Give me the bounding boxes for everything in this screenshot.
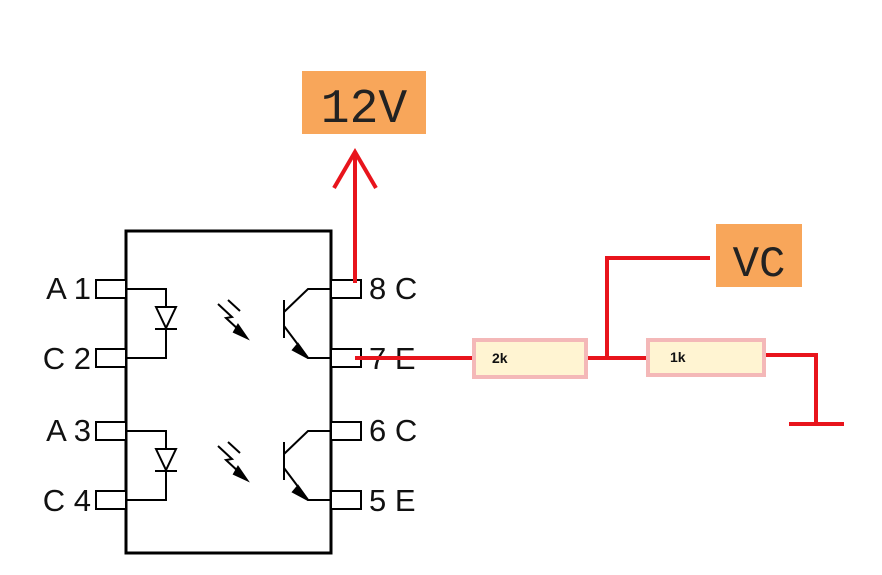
light-arrows-2 bbox=[217, 441, 250, 483]
up-arrow-head bbox=[332, 148, 378, 190]
supply-vc-badge: VC bbox=[716, 224, 802, 290]
resistor-1k-label: 1k bbox=[670, 349, 686, 365]
supply-12v-badge: 12V bbox=[302, 71, 426, 137]
pin-3 bbox=[95, 421, 127, 441]
pin-1 bbox=[95, 279, 127, 299]
ic-body bbox=[124, 229, 333, 555]
wire-to-vc bbox=[605, 256, 710, 358]
pin-2 bbox=[95, 348, 127, 368]
pin-label-8c: 8 C bbox=[369, 271, 417, 306]
led-2 bbox=[126, 430, 178, 501]
phototransistor-1 bbox=[283, 288, 331, 359]
pin-4 bbox=[95, 490, 127, 510]
pin-label-c2: C 2 bbox=[43, 341, 91, 376]
pin-label-6c: 6 C bbox=[369, 413, 417, 448]
supply-12v-label: 12V bbox=[321, 83, 408, 137]
pin-5 bbox=[330, 490, 362, 510]
pin-label-c4: C 4 bbox=[43, 483, 91, 518]
phototransistor-2 bbox=[283, 430, 331, 501]
left-pins bbox=[95, 279, 127, 510]
wire-1k-to-ground bbox=[762, 353, 818, 424]
light-arrows-1 bbox=[217, 299, 250, 341]
right-pins bbox=[330, 279, 362, 510]
pin-label-a1: A 1 bbox=[46, 271, 91, 306]
red-wires bbox=[332, 148, 844, 426]
pin-label-5e: 5 E bbox=[369, 483, 416, 518]
pin-label-a3: A 3 bbox=[46, 413, 91, 448]
resistor-1k: 1k bbox=[646, 338, 766, 377]
resistor-2k-label: 2k bbox=[492, 350, 508, 366]
resistor-2k: 2k bbox=[472, 338, 588, 379]
led-1 bbox=[126, 288, 178, 359]
pin-6 bbox=[330, 421, 362, 441]
supply-vc-label: VC bbox=[733, 240, 786, 290]
